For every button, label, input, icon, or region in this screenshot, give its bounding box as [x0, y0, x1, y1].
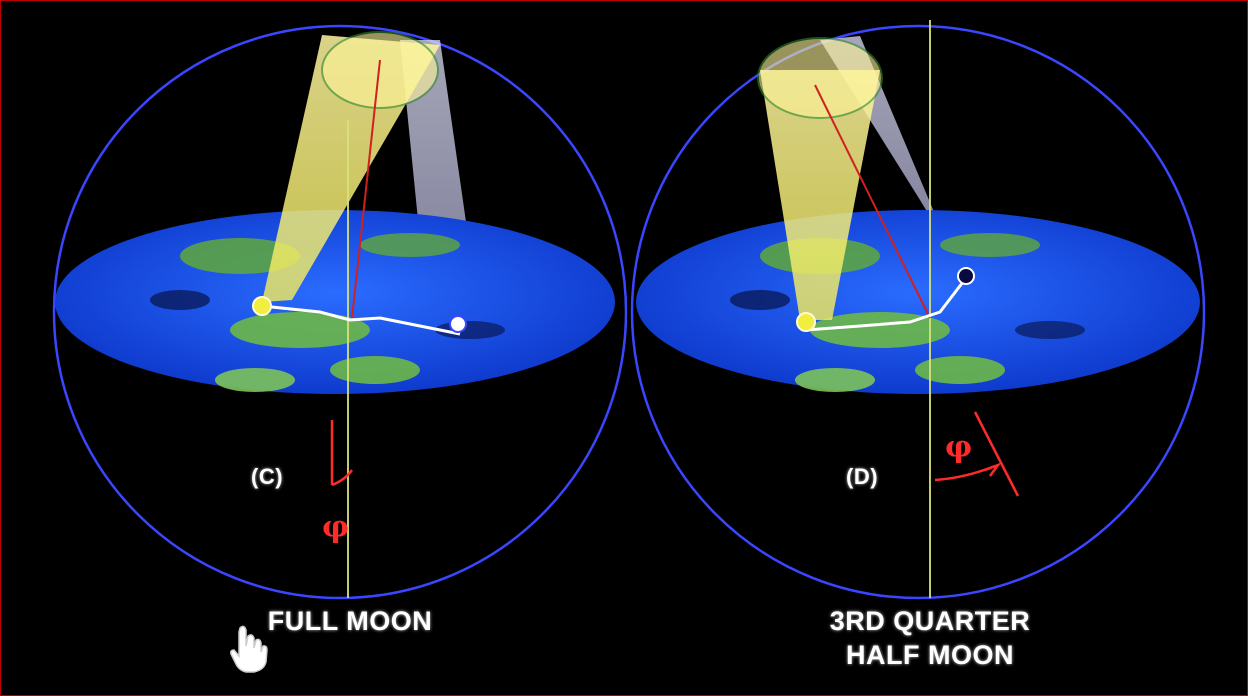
moon-dot-icon — [449, 315, 467, 333]
caption-line-1: FULL MOON — [267, 606, 433, 636]
hand-pointer-icon — [230, 625, 268, 673]
sun-dot-icon — [252, 296, 272, 316]
orbit-path — [261, 304, 461, 336]
sun-beam — [760, 70, 880, 320]
zenith-line — [814, 84, 931, 319]
caption-line-2: HALF MOON — [846, 640, 1014, 670]
caption-half-moon: 3RD QUARTER HALF MOON — [800, 604, 1060, 672]
angle-arrowhead — [984, 462, 1002, 477]
panel-c-label: (C) — [251, 464, 284, 489]
dome-outline — [52, 24, 628, 600]
sun-cone-top — [757, 37, 883, 119]
sun-cone-top — [321, 31, 439, 109]
caption-full-moon: FULL MOON — [250, 604, 450, 638]
angle-phi-c: φ — [322, 510, 350, 545]
zenith-line — [351, 59, 381, 319]
sun-dot-icon — [796, 312, 816, 332]
angle-marker — [330, 420, 354, 487]
panel-d — [630, 20, 1206, 600]
angle-phi-d: φ — [945, 430, 973, 465]
dome-outline — [630, 24, 1206, 600]
flat-earth-disc — [636, 210, 1200, 394]
orbit-path — [805, 277, 968, 332]
panel-d-label: (D) — [846, 464, 879, 489]
panel-c — [52, 24, 628, 600]
caption-line-1: 3RD QUARTER — [829, 606, 1031, 636]
flat-earth-disc — [55, 210, 615, 394]
moon-dot-icon — [957, 267, 975, 285]
